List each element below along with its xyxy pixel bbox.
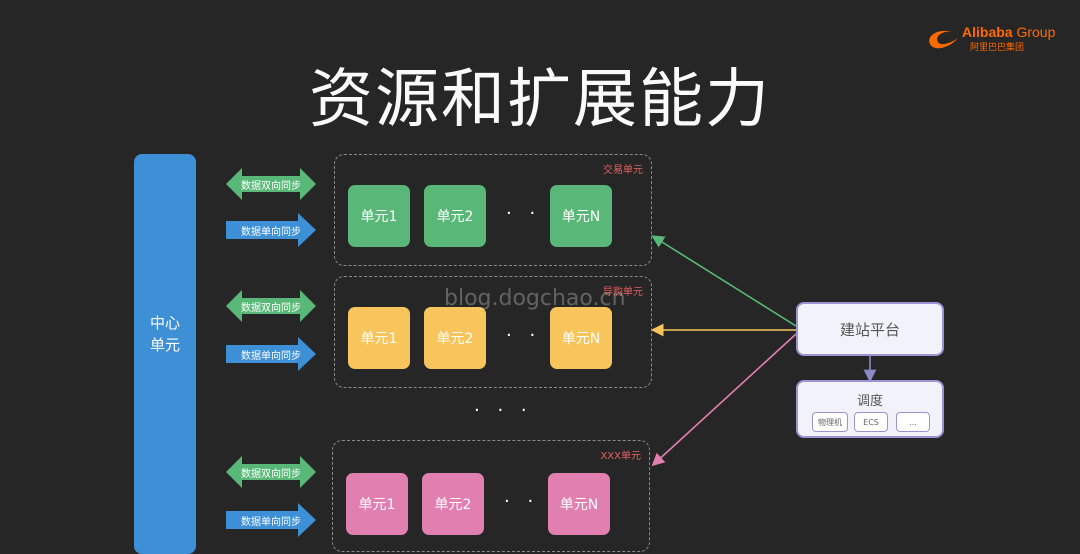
bidirectional-sync-arrow: 数据双向同步: [226, 454, 316, 490]
arrow-label: 数据双向同步: [241, 303, 301, 314]
resource-more: ...: [896, 412, 930, 432]
line-to-xxx-unit: [651, 333, 797, 467]
alibaba-logo: Alibaba Group 阿里巴巴集团: [926, 24, 1066, 54]
arrow-label: 数据单向同步: [241, 517, 301, 528]
unit-box: 单元2: [422, 473, 484, 535]
unidirectional-sync-arrow: 数据单向同步: [226, 212, 316, 248]
unit-box: 单元N: [550, 185, 612, 247]
scheduler-box: 调度 物理机 ECS ...: [796, 380, 944, 438]
arrow-label: 数据单向同步: [241, 227, 301, 238]
line-to-trade-unit: [651, 235, 797, 327]
xxx-unit-group: XXX单元 单元1 单元2 · · · 单元N: [332, 440, 650, 552]
unit-box: 单元1: [348, 307, 410, 369]
watermark: blog.dogchao.cn: [444, 286, 626, 311]
between-groups-ellipsis: · · ·: [474, 400, 533, 421]
center-unit-label: 中心单元: [150, 314, 181, 354]
arrow-label: 数据双向同步: [241, 181, 301, 192]
center-unit: 中心单元: [134, 154, 196, 554]
bidirectional-sync-arrow: 数据双向同步: [226, 288, 316, 324]
ellipsis: · · ·: [506, 325, 565, 346]
bidirectional-sync-arrow: 数据双向同步: [226, 166, 316, 202]
logo-brand: Alibaba Group: [962, 24, 1056, 40]
group-label: 导购单元: [603, 287, 643, 298]
unidirectional-sync-arrow: 数据单向同步: [226, 336, 316, 372]
group-label: 交易单元: [603, 165, 643, 176]
logo-subtitle: 阿里巴巴集团: [970, 43, 1025, 53]
arrow-label: 数据单向同步: [241, 351, 301, 362]
unit-box: 单元2: [424, 185, 486, 247]
unit-box: 单元1: [348, 185, 410, 247]
resource-physical-machine: 物理机: [812, 412, 848, 432]
ellipsis: · · ·: [506, 203, 565, 224]
resource-ecs: ECS: [854, 412, 888, 432]
unit-box: 单元N: [548, 473, 610, 535]
trade-unit-group: 交易单元 单元1 单元2 · · · 单元N: [334, 154, 652, 266]
unidirectional-sync-arrow: 数据单向同步: [226, 502, 316, 538]
alibaba-logo-icon: [929, 30, 958, 49]
guide-unit-group: 导购单元 单元1 单元2 · · · 单元N: [334, 276, 652, 388]
build-platform-box: 建站平台: [796, 302, 944, 356]
unit-box: 单元1: [346, 473, 408, 535]
scheduler-label: 调度: [856, 394, 883, 409]
page-title: 资源和扩展能力: [309, 63, 771, 137]
group-label: XXX单元: [600, 451, 641, 462]
ellipsis: · · ·: [504, 491, 563, 512]
unit-box: 单元2: [424, 307, 486, 369]
unit-box: 单元N: [550, 307, 612, 369]
arrow-label: 数据双向同步: [241, 469, 301, 480]
